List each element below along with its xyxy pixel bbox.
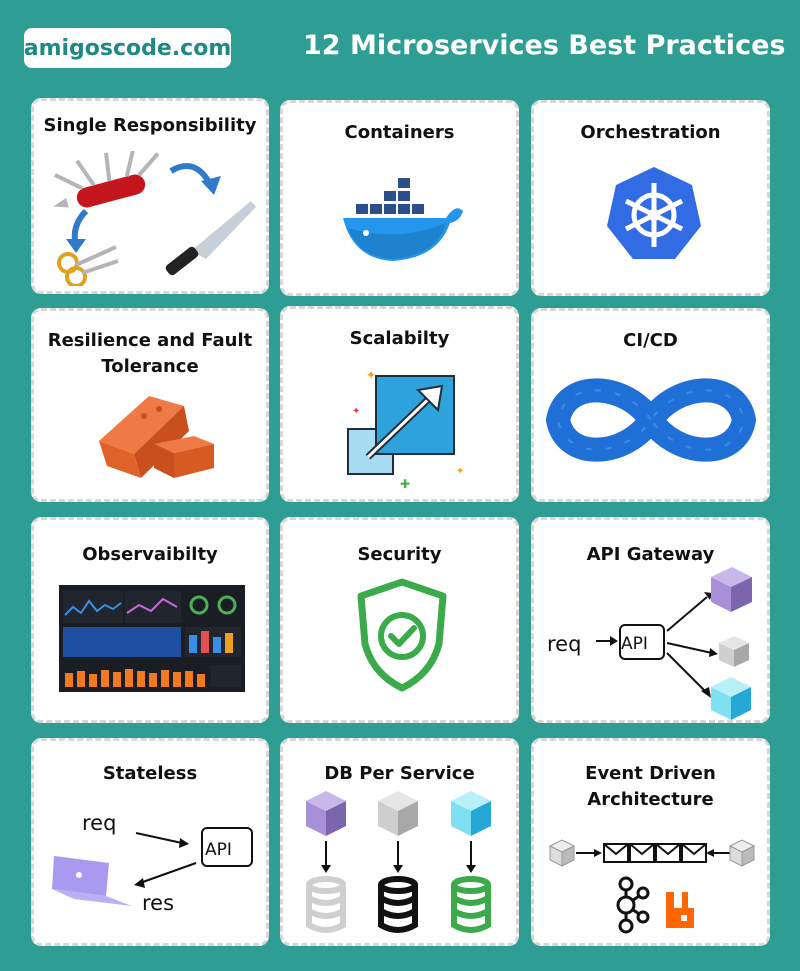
shield-check-icon (357, 578, 447, 692)
card-title: DB Per Service (324, 763, 475, 784)
card-title: Single Responsibility (43, 115, 257, 136)
card-scalability: Scalabilty ✦ ✦ ✚ ✦ (280, 306, 519, 502)
card-observability: Observaibilty (31, 517, 269, 723)
card-security: Security (280, 517, 519, 723)
card-cicd: CI/CD (531, 308, 770, 502)
card-title: Observaibilty (82, 544, 218, 565)
response-label: res (142, 891, 175, 915)
card-title: Security (357, 544, 442, 565)
card-stateless: Stateless req res API (31, 738, 269, 946)
swiss-knife-to-tools-icon (53, 151, 256, 286)
request-label: req (82, 811, 117, 835)
docker-whale-icon (343, 178, 463, 261)
svg-text:✦: ✦ (352, 406, 360, 417)
brand-logo[interactable]: amigoscode.com (24, 28, 231, 68)
scale-up-icon: ✦ ✦ ✚ ✦ (347, 368, 464, 491)
card-title: API Gateway (586, 544, 715, 565)
event-queue-icon (548, 839, 756, 934)
card-api-gateway: API Gateway req API (531, 517, 770, 723)
card-single-responsibility: Single Responsibility (31, 98, 269, 294)
infinity-loop-icon (546, 378, 756, 462)
card-title: Scalabilty (349, 328, 450, 349)
card-title: Containers (344, 122, 455, 143)
card-title: CI/CD (623, 330, 678, 351)
svg-text:✚: ✚ (400, 477, 410, 491)
card-db-per-service: DB Per Service (280, 738, 519, 946)
bricks-icon (99, 396, 214, 478)
card-resilience: Resilience and Fault Tolerance (31, 308, 269, 502)
card-event-driven: Event Driven Architecture (531, 738, 770, 946)
cubes-databases-icon (306, 791, 491, 933)
card-title: Stateless (102, 763, 198, 784)
svg-text:✦: ✦ (456, 466, 464, 477)
laptop-api-icon (52, 827, 253, 906)
card-title: Resilience and Fault Tolerance (47, 330, 253, 377)
dashboard-icon (59, 585, 245, 692)
svg-text:✦: ✦ (366, 368, 376, 382)
card-title: Orchestration (580, 122, 721, 143)
api-label: API (205, 840, 232, 860)
card-containers: Containers (280, 100, 519, 296)
kubernetes-wheel-icon (607, 167, 701, 259)
page-title: 12 Microservices Best Practices (303, 30, 786, 61)
card-orchestration: Orchestration (531, 100, 770, 296)
gateway-diagram-icon (596, 567, 752, 720)
card-title: Event Driven Architecture (585, 763, 716, 810)
request-label: req (547, 632, 582, 656)
api-label: API (621, 634, 648, 654)
